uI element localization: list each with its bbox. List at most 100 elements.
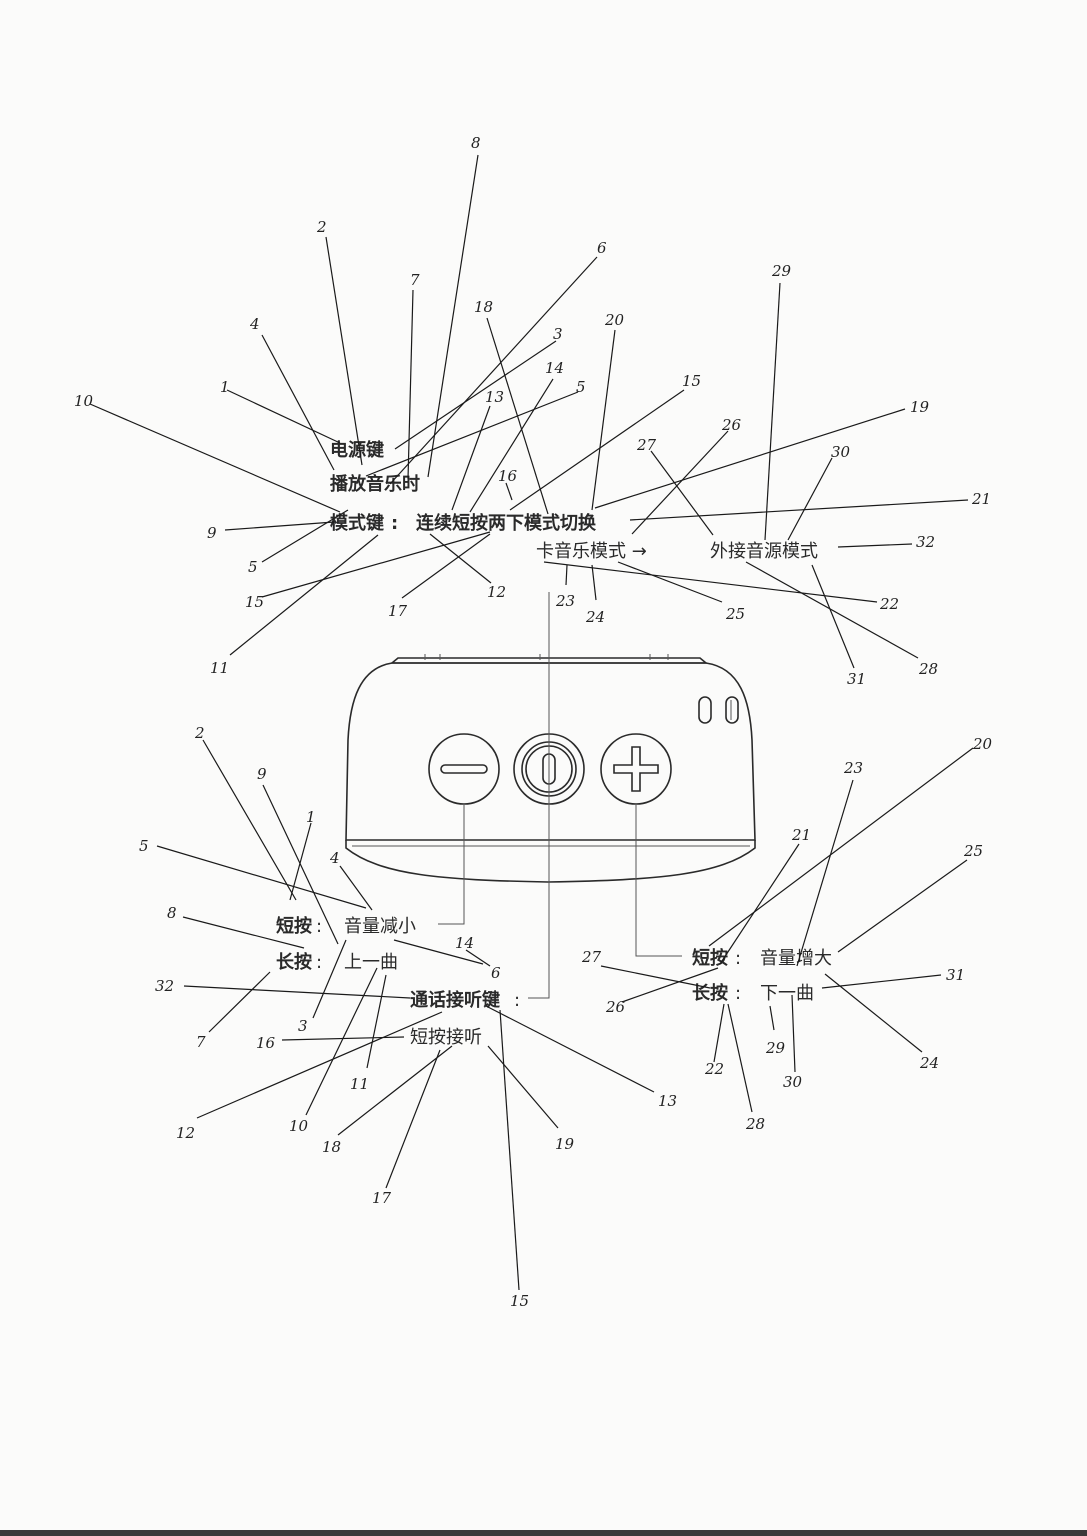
callout-number: 21 [971, 490, 991, 508]
mode-description: 连续短按两下模式切换 [416, 512, 597, 534]
center-annotations: 通话接听键 : 短按接听 [410, 989, 520, 1048]
svg-text::: : [735, 983, 741, 1004]
callout-number: 29 [765, 1039, 786, 1057]
callout-number: 17 [388, 602, 408, 620]
callout-number: 5 [139, 837, 149, 855]
previous-track-label: 上一曲 [344, 952, 398, 973]
callout-number: 26 [721, 416, 742, 434]
callout-number: 9 [207, 524, 217, 542]
callout-number: 15 [510, 1292, 529, 1310]
right-annotations: 短按 : 音量增大 长按 : 下一曲 [692, 947, 832, 1004]
callout-number: 6 [491, 964, 501, 982]
callout-number: 32 [916, 533, 935, 551]
left-short-press-label: 短按 [276, 915, 312, 937]
callout-number: 25 [725, 605, 745, 623]
callout-number: 8 [471, 134, 481, 152]
callout-number: 30 [831, 443, 851, 461]
mode-key-label: 模式键 [330, 512, 384, 534]
callout-number: 3 [298, 1017, 308, 1035]
callout-number: 25 [963, 842, 983, 860]
callout-number: 15 [245, 593, 264, 611]
callout-number: 18 [474, 298, 493, 316]
left-long-press-label: 长按 [276, 951, 312, 973]
callout-number: 16 [256, 1034, 276, 1052]
next-track-label: 下一曲 [760, 983, 814, 1004]
callout-number: 12 [487, 583, 506, 601]
callout-number: 4 [329, 849, 340, 867]
callout-number: 16 [498, 467, 518, 485]
callout-number: 11 [210, 659, 229, 677]
bottom-callout-numbers: 20 2 9 23 1 21 25 5 4 8 14 6 27 31 32 3 … [139, 724, 993, 1310]
call-answer-key-label: 通话接听键 [410, 989, 500, 1011]
card-music-mode-label: 卡音乐模式 → [536, 541, 647, 562]
top-callout-numbers: 8 2 7 6 4 3 18 20 29 14 5 13 15 1 10 19 … [74, 134, 991, 688]
left-annotations: 短按 : 音量减小 长按 : 上一曲 [276, 915, 416, 973]
top-annotations: 电源键 播放音乐时 模式键 : 连续短按两下模式切换 卡音乐模式 → 外接音源模… [330, 439, 818, 562]
callout-number: 8 [167, 904, 177, 922]
callout-number: 14 [545, 359, 564, 377]
svg-text::: : [316, 952, 322, 973]
callout-number: 22 [704, 1060, 724, 1078]
callout-number: 20 [972, 735, 993, 753]
speaker-device [345, 654, 756, 883]
callout-number: 29 [771, 262, 792, 280]
callout-number: 1 [306, 808, 316, 826]
callout-number: 23 [843, 759, 863, 777]
callout-number: 4 [249, 315, 260, 333]
callout-number: 23 [555, 592, 575, 610]
svg-text::: : [514, 990, 520, 1011]
callout-number: 31 [946, 966, 965, 984]
callout-number: 19 [555, 1135, 575, 1153]
callout-number: 22 [879, 595, 899, 613]
volume-up-button[interactable] [600, 733, 672, 805]
volume-up-label: 音量增大 [760, 948, 832, 969]
top-leader-lines [89, 154, 969, 669]
minus-icon [440, 764, 488, 774]
callout-number: 27 [581, 948, 602, 966]
callout-number: 30 [783, 1073, 803, 1091]
callout-number: 5 [248, 558, 258, 576]
right-short-press-label: 短按 [692, 947, 728, 969]
callout-number: 12 [176, 1124, 195, 1142]
port-slot-1 [698, 696, 712, 724]
callout-number: 28 [745, 1115, 765, 1133]
callout-number: 17 [372, 1189, 392, 1207]
right-long-press-label: 长按 [692, 982, 728, 1004]
svg-text::: : [316, 916, 322, 937]
volume-down-label: 音量减小 [344, 916, 416, 937]
playing-music-label: 播放音乐时 [330, 473, 420, 495]
callout-number: 7 [196, 1033, 206, 1051]
callout-number: 18 [322, 1138, 341, 1156]
callout-number: 5 [576, 378, 586, 396]
callout-number: 15 [682, 372, 701, 390]
callout-number: 19 [910, 398, 930, 416]
callout-number: 10 [289, 1117, 309, 1135]
aux-input-mode-label: 外接音源模式 [710, 541, 818, 562]
callout-number: 6 [597, 239, 607, 257]
callout-number: 10 [74, 392, 94, 410]
plus-icon [613, 746, 659, 792]
volume-down-button[interactable] [428, 733, 500, 805]
power-key-label: 电源键 [330, 439, 384, 461]
mode-colon: : [391, 513, 398, 534]
page-bottom-edge [0, 1530, 1087, 1536]
callout-number: 1 [220, 378, 230, 396]
callout-number: 21 [791, 826, 811, 844]
port-slot-2 [725, 696, 739, 724]
bottom-leader-lines [156, 739, 974, 1291]
svg-text::: : [735, 948, 741, 969]
callout-number: 3 [553, 325, 563, 343]
callout-number: 14 [455, 934, 474, 952]
callout-number: 31 [847, 670, 866, 688]
callout-number: 9 [257, 765, 267, 783]
callout-number: 32 [155, 977, 174, 995]
callout-number: 2 [194, 724, 205, 742]
callout-number: 13 [485, 388, 504, 406]
callout-number: 28 [918, 660, 938, 678]
callout-number: 24 [585, 608, 605, 626]
short-press-answer-label: 短按接听 [410, 1027, 482, 1048]
connector-lines [438, 592, 682, 999]
callout-number: 20 [604, 311, 625, 329]
callout-number: 13 [658, 1092, 677, 1110]
